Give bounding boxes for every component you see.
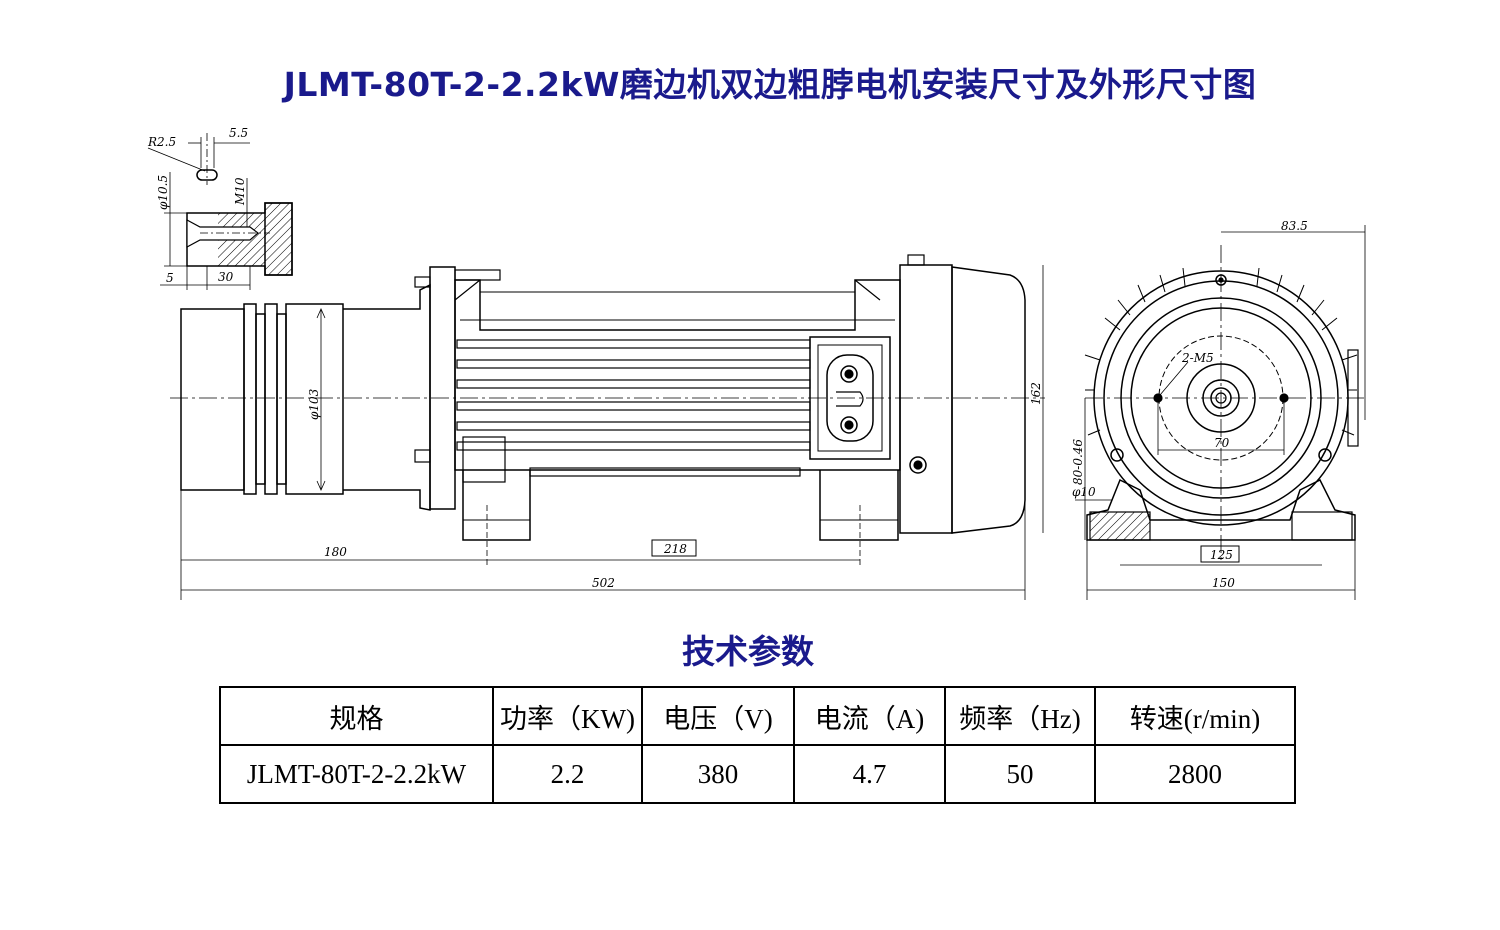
header-current: 电流（A): [793, 686, 946, 746]
holes-label: 2-M5: [1181, 351, 1214, 365]
motor-side-view: φ103 162 180 218 502: [170, 254, 1045, 600]
parameters-table: 规格 功率（KW) 电压（V) 电流（A) 频率（Hz) 转速(r/min) J…: [219, 686, 1296, 804]
header-speed: 转速(r/min): [1094, 686, 1296, 746]
motor-end-view: 83.5 2-M5 70 80-0.46 φ10 125 150: [1071, 219, 1366, 600]
foot-spacing-end-label: 125: [1210, 548, 1233, 562]
flange-diameter-label: φ103: [307, 388, 321, 420]
shaft-detail: R2.5 5.5 φ10.5 M10 5 30: [147, 126, 293, 290]
thread-label: M10: [233, 177, 247, 206]
header-frequency: 频率（Hz): [944, 686, 1096, 746]
foot-hole-label: φ10: [1072, 485, 1096, 499]
offset-label: 5: [166, 271, 174, 285]
base-width-label: 150: [1212, 576, 1235, 590]
length-front-label: 180: [324, 545, 347, 559]
bore-diameter-label: φ10.5: [156, 175, 170, 210]
cell-voltage: 380: [641, 744, 795, 804]
center-height-label: 80-0.46: [1071, 439, 1085, 485]
cell-frequency: 50: [944, 744, 1096, 804]
depth-label: 30: [218, 270, 234, 284]
header-voltage: 电压（V): [641, 686, 795, 746]
table-row: JLMT-80T-2-2.2kW 2.2 380 4.7 50 2800: [219, 744, 1296, 804]
radius-label: R2.5: [147, 135, 176, 149]
cell-spec: JLMT-80T-2-2.2kW: [219, 744, 494, 804]
width-top-label: 83.5: [1281, 219, 1308, 233]
section-title: 技术参数: [682, 632, 814, 671]
foot-spacing-label: 218: [663, 542, 687, 556]
cell-current: 4.7: [793, 744, 946, 804]
overall-length-label: 502: [592, 576, 615, 590]
cell-speed: 2800: [1094, 744, 1296, 804]
cell-power: 2.2: [492, 744, 643, 804]
drawing-title: JLMT-80T-2-2.2kW磨边机双边粗脖电机安装尺寸及外形尺寸图: [283, 65, 1257, 104]
height-label: 162: [1029, 382, 1043, 405]
header-spec: 规格: [219, 686, 494, 746]
header-power: 功率（KW): [492, 686, 643, 746]
hole-spacing-label: 70: [1214, 436, 1230, 450]
slot-width-label: 5.5: [229, 126, 248, 140]
table-header-row: 规格 功率（KW) 电压（V) 电流（A) 频率（Hz) 转速(r/min): [219, 686, 1296, 746]
